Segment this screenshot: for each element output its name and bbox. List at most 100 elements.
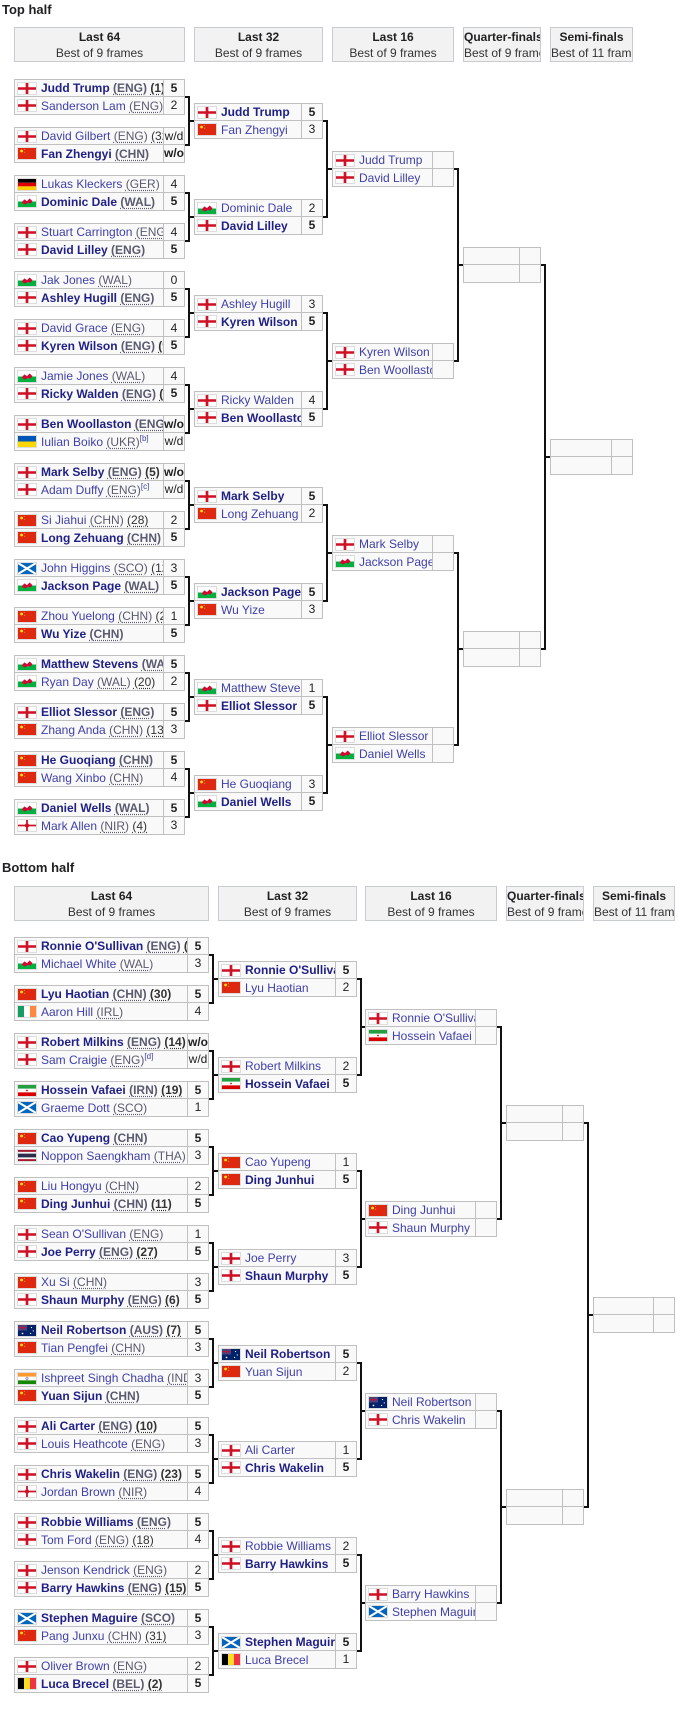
country-code[interactable]: WAL — [98, 273, 132, 287]
player-name[interactable]: Shaun Murphy — [41, 1292, 125, 1307]
player-name[interactable]: Ishpreet Singh Chadha — [41, 1371, 164, 1385]
country-code[interactable]: ENG — [129, 1227, 163, 1241]
country-code[interactable]: GER — [126, 177, 160, 191]
player-name[interactable]: Elliot Slessor — [221, 698, 298, 713]
player-name[interactable]: Michael White — [41, 956, 117, 971]
player-name[interactable]: Mark Selby — [221, 489, 285, 503]
player-name[interactable]: Hossein Vafaei — [41, 1083, 126, 1097]
country-code[interactable]: ENG — [131, 1437, 165, 1451]
player-name[interactable]: Pang Junxu — [41, 1628, 105, 1643]
player-name[interactable]: Ben Woollaston — [221, 410, 301, 425]
country-code[interactable]: ENG — [110, 1053, 144, 1067]
seed-number[interactable]: (14) — [164, 1035, 186, 1049]
player-name[interactable]: Ronnie O'Sullivan — [392, 1011, 475, 1025]
country-code[interactable]: WAL — [112, 369, 146, 383]
player-name[interactable]: Wang Xinbo — [41, 770, 106, 785]
player-name[interactable]: Yuan Sijun — [245, 1364, 303, 1379]
country-code[interactable]: ENG — [136, 225, 163, 239]
seed-number[interactable]: (9) — [158, 338, 163, 353]
country-code[interactable]: ENG — [107, 483, 141, 497]
player-name[interactable]: Tian Pengfei — [41, 1340, 108, 1355]
seed-number[interactable]: (5) — [145, 465, 160, 479]
player-name[interactable]: Stephen Maguire — [245, 1635, 336, 1649]
player-name[interactable]: Ryan Day — [41, 674, 94, 689]
seed-number[interactable]: (21) — [155, 609, 163, 623]
country-code[interactable]: SCO — [114, 561, 148, 575]
country-code[interactable]: CHN — [108, 1629, 142, 1643]
country-code[interactable]: CHN — [73, 1275, 107, 1289]
player-name[interactable]: Ding Junhui — [392, 1203, 456, 1217]
country-code[interactable]: WAL — [115, 801, 150, 815]
player-name[interactable]: Ben Woollaston — [41, 417, 132, 431]
player-name[interactable]: Daniel Wells — [221, 794, 292, 809]
player-name[interactable]: Zhang Anda — [41, 722, 106, 737]
country-code[interactable]: ENG — [128, 1581, 162, 1595]
player-name[interactable]: Daniel Wells — [359, 746, 426, 761]
seed-number[interactable]: (2) — [147, 1676, 163, 1691]
country-code[interactable]: WAL — [142, 657, 163, 671]
player-name[interactable]: Aaron Hill — [41, 1004, 94, 1019]
player-name[interactable]: Jordan Brown — [41, 1484, 116, 1499]
footnote-link[interactable]: [b] — [139, 433, 149, 443]
player-name[interactable]: Mark Selby — [41, 465, 105, 479]
player-name[interactable]: Fan Zhengyi — [221, 122, 288, 137]
player-name[interactable]: Lyu Haotian — [41, 987, 110, 1001]
player-name[interactable]: Yuan Sijun — [41, 1388, 103, 1403]
country-code[interactable]: SCO — [141, 1611, 175, 1625]
country-code[interactable]: CHN — [113, 987, 147, 1001]
player-name[interactable]: Shaun Murphy — [392, 1220, 471, 1235]
country-code[interactable]: IRL — [96, 1005, 123, 1019]
player-name[interactable]: Judd Trump — [359, 153, 423, 167]
player-name[interactable]: John Higgins — [41, 561, 111, 575]
seed-number[interactable]: (4) — [132, 818, 148, 833]
seed-number[interactable]: (10) — [135, 1419, 158, 1433]
seed-number[interactable]: (25) — [159, 386, 164, 401]
seed-number[interactable]: (6) — [165, 1292, 180, 1307]
player-name[interactable]: Kyren Wilson — [221, 314, 298, 329]
player-name[interactable]: Dominic Dale — [221, 201, 293, 215]
country-code[interactable]: ENG — [108, 465, 142, 479]
country-code[interactable]: WAL — [120, 195, 155, 209]
country-code[interactable]: CHN — [89, 627, 123, 641]
player-name[interactable]: David Grace — [41, 321, 108, 335]
seed-number[interactable]: (19) — [161, 1083, 183, 1097]
player-name[interactable]: Xu Si — [41, 1275, 70, 1289]
player-name[interactable]: Hossein Vafaei — [392, 1028, 472, 1043]
player-name[interactable]: Joe Perry — [41, 1244, 96, 1259]
player-name[interactable]: Iulian Boiko — [41, 434, 104, 449]
player-name[interactable]: Ronnie O'Sullivan — [245, 963, 335, 977]
country-code[interactable]: WAL — [120, 957, 154, 971]
country-code[interactable]: ENG — [135, 417, 163, 431]
country-code[interactable]: ENG — [137, 1515, 171, 1529]
country-code[interactable]: ENG — [121, 339, 155, 353]
country-code[interactable]: ENG — [99, 1245, 133, 1259]
player-name[interactable]: Judd Trump — [221, 105, 290, 119]
player-name[interactable]: Long Zehuang — [41, 530, 124, 545]
country-code[interactable]: IND — [167, 1371, 187, 1385]
country-code[interactable]: ENG — [98, 1419, 132, 1433]
player-name[interactable]: Robbie Williams — [245, 1539, 332, 1553]
player-name[interactable]: Jackson Page — [41, 578, 122, 593]
player-name[interactable]: Neil Robertson — [245, 1347, 331, 1361]
player-name[interactable]: David Gilbert — [41, 129, 111, 143]
country-code[interactable]: WAL — [124, 579, 159, 593]
country-code[interactable]: CHN — [106, 1389, 140, 1403]
seed-number[interactable]: (20) — [133, 674, 156, 689]
player-name[interactable]: Sam Craigie — [41, 1052, 108, 1067]
country-code[interactable]: ENG — [147, 939, 181, 953]
player-name[interactable]: Si Jiahui — [41, 513, 87, 527]
country-code[interactable]: ENG — [127, 1035, 161, 1049]
country-code[interactable]: CHN — [113, 1131, 147, 1145]
country-code[interactable]: THA — [154, 1149, 186, 1163]
country-code[interactable]: CHN — [111, 1341, 145, 1355]
player-name[interactable]: Shaun Murphy — [245, 1268, 329, 1283]
country-code[interactable]: ENG — [122, 387, 156, 401]
country-code[interactable]: CHN — [127, 531, 161, 545]
country-code[interactable]: ENG — [120, 705, 154, 719]
player-name[interactable]: Robbie Williams — [41, 1515, 134, 1529]
player-name[interactable]: Robert Milkins — [41, 1035, 124, 1049]
player-name[interactable]: Joe Perry — [245, 1251, 297, 1265]
player-name[interactable]: Chris Wakelin — [245, 1460, 324, 1475]
player-name[interactable]: Graeme Dott — [41, 1100, 110, 1115]
player-name[interactable]: Liu Hongyu — [41, 1179, 102, 1193]
